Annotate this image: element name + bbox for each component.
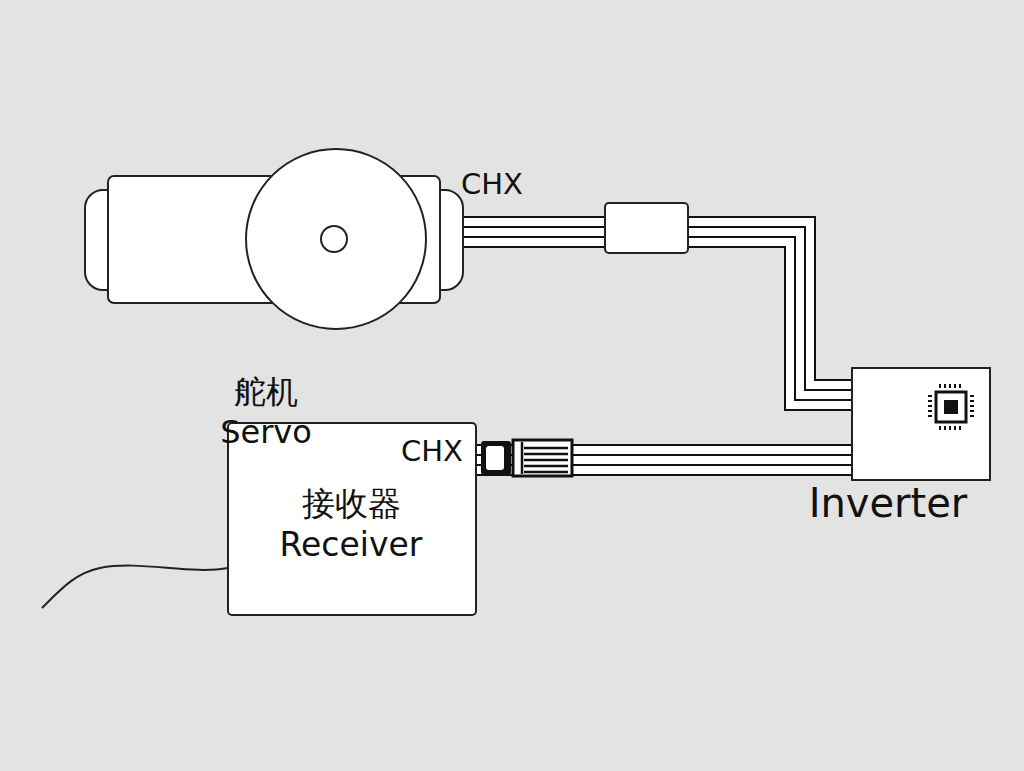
inverter-box bbox=[852, 368, 990, 480]
component-node: Inverter bbox=[852, 368, 990, 480]
node-label: 舵机 Servo bbox=[203, 372, 329, 452]
node-label: CHX bbox=[383, 433, 463, 469]
plug-grip bbox=[522, 442, 568, 474]
channel-label: CHX bbox=[461, 166, 523, 202]
antenna-wire bbox=[42, 566, 228, 608]
plug-housing bbox=[513, 440, 572, 476]
plug-tip bbox=[481, 441, 511, 475]
node-label: Inverter bbox=[788, 478, 988, 528]
servo-shaft bbox=[321, 226, 347, 252]
servo-cable bbox=[463, 232, 852, 395]
receiver-box bbox=[228, 423, 476, 615]
node-label: 接收器 Receiver bbox=[276, 483, 426, 566]
cable-connector bbox=[605, 203, 688, 253]
plug-tip bbox=[486, 446, 504, 470]
component-node: CHX 接收器 Receiver bbox=[228, 423, 476, 615]
component-node: 舵机 Servo bbox=[85, 176, 463, 303]
servo-horn-disc bbox=[246, 149, 426, 329]
chip-icon bbox=[928, 384, 974, 430]
